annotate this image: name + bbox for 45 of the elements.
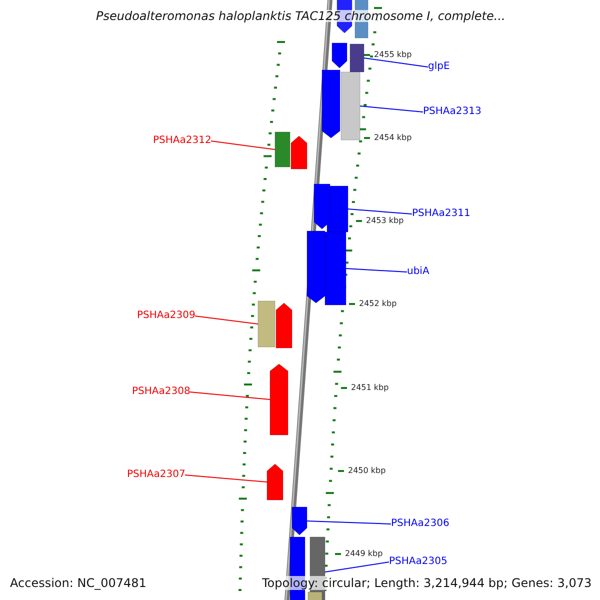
title: Pseudoalteromonas haloplanktis TAC125 chromosome I, complete...: [96, 10, 506, 22]
gene-label: PSHAa2312: [153, 135, 212, 147]
leader-line: [190, 392, 270, 400]
position-label: 2455 kbp: [374, 50, 412, 60]
leader-line: [194, 316, 258, 324]
gene-block: [350, 44, 364, 72]
gene-block: [332, 43, 347, 68]
leader-line: [348, 208, 412, 214]
gene-label: PSHAa2305: [389, 556, 448, 568]
gene-label: ubiA: [407, 266, 430, 278]
gene-label: PSHAa2308: [132, 386, 190, 398]
gene-label: PSHAa2307: [127, 469, 186, 481]
gene-block: [325, 232, 346, 305]
position-label: 2454 kbp: [374, 133, 412, 143]
position-label: 2450 kbp: [348, 466, 386, 476]
gene-label: PSHAa2313: [423, 106, 482, 118]
gene-block: [307, 231, 325, 303]
leader-line: [346, 268, 408, 272]
gene-label: PSHAa2311: [412, 208, 470, 220]
position-label: 2451 kbp: [351, 383, 389, 393]
gene-block: [308, 592, 322, 600]
leader-line: [364, 58, 428, 68]
leader-line: [360, 106, 424, 112]
gene-block: [276, 303, 292, 348]
gene-label: PSHAa2306: [391, 518, 450, 530]
position-label: 2449 kbp: [345, 549, 383, 559]
gene-block: [291, 136, 307, 169]
accession-text: Accession: NC_007481: [10, 576, 146, 590]
leader-line: [210, 140, 276, 150]
gene-block: [341, 72, 360, 140]
gene-label: PSHAa2309: [137, 310, 196, 322]
gene-label: glpE: [428, 61, 450, 73]
gene-block: [275, 132, 290, 167]
gene-block: [314, 184, 330, 229]
gene-block: [292, 507, 307, 535]
position-label: 2453 kbp: [366, 216, 404, 226]
gene-block: [322, 70, 340, 138]
gene-block: [258, 301, 275, 347]
genome-summary-text: Topology: circular; Length: 3,214,944 bp; Genes: 3,073: [262, 576, 592, 590]
leader-line: [324, 562, 390, 572]
position-label: 2452 kbp: [359, 299, 397, 309]
gene-block: [270, 364, 288, 435]
leader-line: [306, 520, 392, 524]
gene-block: [267, 464, 283, 500]
leader-line: [184, 474, 268, 482]
